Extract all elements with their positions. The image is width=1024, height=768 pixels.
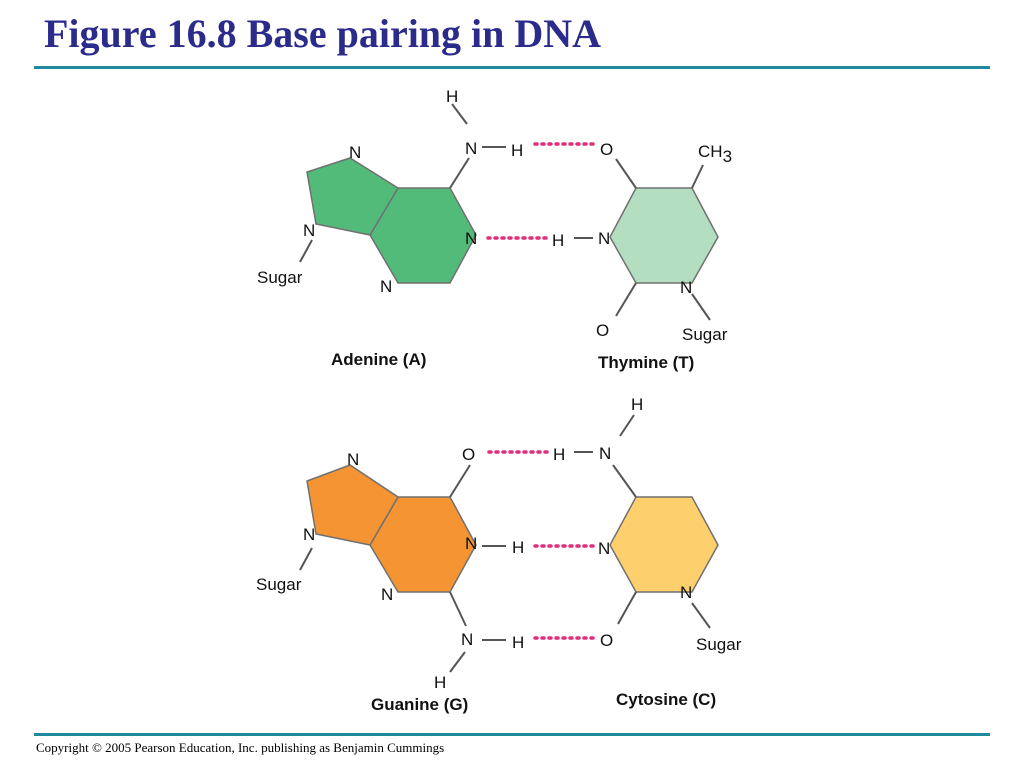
adenine-atom-h: H [446, 87, 458, 106]
guanine-atom-n: N [347, 450, 359, 469]
guanine-carbonyl-bond [449, 464, 471, 498]
cytosine-atom-o: O [600, 631, 613, 650]
thymine-atom-h: H [552, 231, 564, 250]
cytosine-caption: Cytosine (C) [616, 690, 716, 709]
cytosine-atom-h: H [553, 445, 565, 464]
thymine-ring-shape [609, 187, 719, 284]
cytosine-amino-bond [612, 464, 637, 498]
footer-divider [34, 733, 990, 736]
adenine-five-ring-shape [306, 157, 400, 236]
cytosine-carbonyl-bond [617, 591, 637, 625]
thymine-atom-o: O [596, 321, 609, 340]
adenine-amino-bond [449, 157, 470, 189]
guanine-amino-bond [449, 591, 467, 627]
cytosine-ring-shape [609, 496, 719, 593]
adenine-atom-n: N [380, 277, 392, 296]
thymine-atom-o: O [600, 140, 613, 159]
guanine-caption: Guanine (G) [371, 695, 468, 714]
adenine-atom-n: N [465, 229, 477, 248]
adenine-caption: Adenine (A) [331, 350, 426, 369]
title-divider [34, 66, 990, 69]
thymine-carbonyl-bond [615, 282, 637, 317]
thymine-methyl-label: CH3 [698, 142, 732, 166]
thymine-atom-n: N [598, 229, 610, 248]
thymine-sugar-bond [691, 293, 711, 321]
page-title: Figure 16.8 Base pairing in DNA [44, 11, 602, 56]
thymine-sugar-label: Sugar [682, 325, 728, 344]
cytosine-atom-n: N [598, 539, 610, 558]
guanine-atom-o: O [462, 445, 475, 464]
guanine-sugar-bond [299, 547, 313, 571]
thymine-caption: Thymine (T) [598, 353, 694, 372]
cytosine-nh-bond [619, 414, 635, 437]
adenine-sugar-label: Sugar [257, 268, 303, 287]
thymine-molecule: O CH3 N H N O Sugar Thymine (T) [552, 140, 732, 372]
adenine-sugar-bond [299, 239, 313, 263]
guanine-atom-n: N [381, 585, 393, 604]
guanine-atom-n: N [303, 525, 315, 544]
adenine-atom-n: N [465, 139, 477, 158]
adenine-atom-n: N [349, 143, 361, 162]
cytosine-atom-h: H [631, 395, 643, 414]
adenine-molecule: N N Sugar N N N H H Adenine (A) [257, 87, 523, 369]
guanine-atom-h: H [434, 673, 446, 692]
thymine-methyl-bond [691, 164, 704, 189]
guanine-sugar-label: Sugar [256, 575, 302, 594]
cytosine-molecule: H N H N N O Sugar Cytosine (C) [553, 395, 742, 709]
cytosine-atom-n: N [680, 583, 692, 602]
guanine-atom-n: N [465, 534, 477, 553]
guanine-atom-h: H [512, 633, 524, 652]
guanine-molecule: N N Sugar N N O H N H H Guanine (G) [256, 445, 524, 714]
adenine-nh-bond [451, 103, 468, 125]
guanine-five-ring-shape [306, 464, 400, 546]
guanine-nh-bond [449, 651, 466, 673]
thymine-carbonyl-bond [615, 158, 637, 189]
adenine-atom-n: N [303, 221, 315, 240]
cytosine-sugar-label: Sugar [696, 635, 742, 654]
thymine-atom-n: N [680, 278, 692, 297]
cytosine-atom-n: N [599, 444, 611, 463]
guanine-atom-h: H [512, 538, 524, 557]
guanine-atom-n: N [461, 630, 473, 649]
adenine-atom-h: H [511, 141, 523, 160]
cytosine-sugar-bond [691, 602, 711, 629]
copyright-notice: Copyright © 2005 Pearson Education, Inc.… [36, 740, 445, 755]
